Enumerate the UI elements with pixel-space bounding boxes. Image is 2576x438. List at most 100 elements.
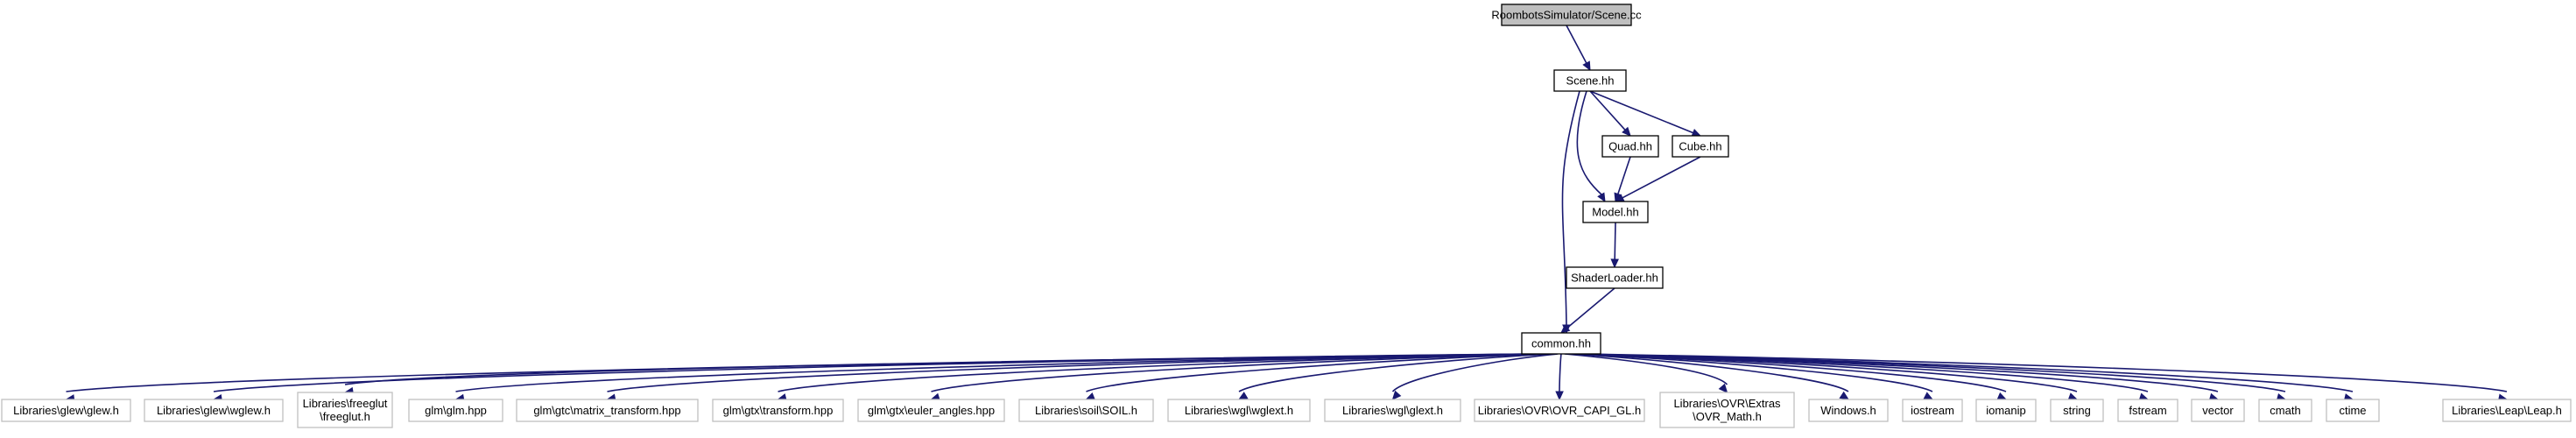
arrowhead: [1597, 192, 1606, 203]
edge-line: [344, 353, 1538, 385]
node-scene-hh[interactable]: Scene.hh: [1553, 69, 1627, 92]
node-label: \freeglut.h: [320, 410, 370, 423]
node-ctime[interactable]: ctime: [2326, 399, 2380, 422]
edge-line: [1589, 90, 1626, 131]
node-glm-hpp[interactable]: glm\glm.hpp: [408, 399, 503, 422]
edge-line: [1566, 25, 1587, 64]
edge-model-hh-to-shaderloader-hh: [1610, 222, 1619, 269]
node-matrix-transform-hpp[interactable]: glm\gtc\matrix_transform.hpp: [516, 399, 699, 422]
node-label: iomanip: [1986, 404, 2026, 417]
arrowhead: [1237, 392, 1249, 400]
node-box: [1553, 69, 1627, 92]
node-box: [1167, 399, 1311, 422]
nodes-layer: RoombotsSimulator/Scene.ccScene.hhQuad.h…: [1, 4, 2572, 428]
node-wglext-h[interactable]: Libraries\wgl\wglext.h: [1167, 399, 1311, 422]
edge-line: [1566, 287, 1615, 328]
node-windows-h[interactable]: Windows.h: [1808, 399, 1889, 422]
node-shaderloader-hh[interactable]: ShaderLoader.hh: [1566, 266, 1664, 289]
node-freeglut-h[interactable]: Libraries\freeglut\freeglut.h: [297, 392, 393, 428]
node-box: [1566, 266, 1664, 289]
node-label: fstream: [2129, 404, 2166, 417]
node-box: [1324, 399, 1461, 422]
arrowhead: [1691, 129, 1702, 137]
edge-line: [1391, 353, 1559, 392]
node-glext-h[interactable]: Libraries\wgl\glext.h: [1324, 399, 1461, 422]
edge-line: [931, 353, 1549, 392]
node-model-hh[interactable]: Model.hh: [1582, 201, 1649, 223]
node-euler-angles-hpp[interactable]: glm\gtx\euler_angles.hpp: [857, 399, 1005, 422]
node-box: [144, 399, 284, 422]
edge-line: [1580, 353, 2508, 392]
edge-line: [1589, 90, 1693, 134]
node-box: [1501, 4, 1632, 26]
edge-common-hh-to-ovr-capi-gl-h: [1555, 353, 1564, 401]
node-label: Libraries\wgl\wglext.h: [1185, 404, 1293, 417]
node-box: [2442, 399, 2572, 422]
node-box: [1975, 399, 2037, 422]
edge-line: [1617, 156, 1631, 194]
node-label: \OVR_Math.h: [1693, 410, 1762, 423]
arrowhead: [1923, 392, 1934, 400]
edge-common-hh-to-glew-h: [65, 353, 1531, 403]
node-box: [2117, 399, 2178, 422]
edge-scene-cc-to-scene-hh: [1566, 25, 1591, 72]
arrowhead: [1560, 324, 1571, 334]
node-label: Libraries\freeglut: [303, 397, 388, 410]
node-label: Libraries\soil\SOIL.h: [1035, 404, 1137, 417]
edge-line: [1238, 353, 1555, 392]
node-box: [2258, 399, 2312, 422]
node-iomanip[interactable]: iomanip: [1975, 399, 2037, 422]
node-ovr-capi-gl-h[interactable]: Libraries\OVR\OVR_CAPI_GL.h: [1474, 399, 1645, 422]
edge-line: [1566, 353, 1849, 392]
edge-line: [1561, 90, 1580, 326]
arrowhead: [1622, 126, 1631, 137]
node-quad-hh[interactable]: Quad.hh: [1601, 135, 1659, 158]
node-label: cmath: [2270, 404, 2300, 417]
node-ovr-math-h[interactable]: Libraries\OVR\Extras\OVR_Math.h: [1659, 392, 1795, 428]
node-label: vector: [2202, 404, 2234, 417]
node-box: [1808, 399, 1889, 422]
node-label: Libraries\Leap\Leap.h: [2452, 404, 2562, 417]
node-string[interactable]: string: [2050, 399, 2104, 422]
edge-shaderloader-hh-to-common-hh: [1560, 287, 1615, 334]
node-soil-h[interactable]: Libraries\soil\SOIL.h: [1018, 399, 1154, 422]
node-label: Libraries\OVR\Extras: [1673, 397, 1781, 410]
node-label: glm\gtx\transform.hpp: [723, 404, 834, 417]
node-label: ctime: [2339, 404, 2366, 417]
node-box: [857, 399, 1005, 422]
node-cmath[interactable]: cmath: [2258, 399, 2312, 422]
edge-common-hh-to-ovr-math-h: [1564, 353, 1728, 393]
node-box: [1521, 332, 1601, 355]
node-common-hh[interactable]: common.hh: [1521, 332, 1601, 355]
arrowhead: [1996, 392, 2008, 400]
node-iostream[interactable]: iostream: [1902, 399, 1963, 422]
edge-scene-hh-to-cube-hh: [1589, 90, 1702, 137]
node-label: Cube.hh: [1679, 140, 1721, 153]
node-wglew-h[interactable]: Libraries\glew\wglew.h: [144, 399, 284, 422]
node-vector[interactable]: vector: [2191, 399, 2245, 422]
node-fstream[interactable]: fstream: [2117, 399, 2178, 422]
node-box: [408, 399, 503, 422]
edge-line: [1576, 90, 1602, 195]
edge-line: [1559, 353, 1562, 392]
node-cube-hh[interactable]: Cube.hh: [1672, 135, 1729, 158]
node-scene-cc[interactable]: RoombotsSimulator/Scene.cc: [1491, 4, 1642, 26]
node-leap-h[interactable]: Libraries\Leap\Leap.h: [2442, 399, 2572, 422]
edge-line: [1622, 156, 1701, 199]
node-label: iostream: [1911, 404, 1954, 417]
edge-common-hh-to-glext-h: [1391, 353, 1559, 400]
edge-quad-hh-to-model-hh: [1614, 156, 1631, 203]
node-box: [1474, 399, 1645, 422]
node-label: Libraries\wgl\glext.h: [1342, 404, 1443, 417]
arrowhead: [1085, 392, 1096, 400]
node-label: common.hh: [1531, 337, 1591, 350]
node-box: [297, 392, 393, 428]
edge-line: [607, 353, 1543, 392]
node-transform-hpp[interactable]: glm\gtx\transform.hpp: [712, 399, 844, 422]
node-box: [712, 399, 844, 422]
node-glew-h[interactable]: Libraries\glew\glew.h: [1, 399, 131, 422]
arrowhead: [1839, 391, 1850, 400]
edge-line: [1564, 353, 1728, 385]
arrowhead: [1582, 60, 1591, 72]
